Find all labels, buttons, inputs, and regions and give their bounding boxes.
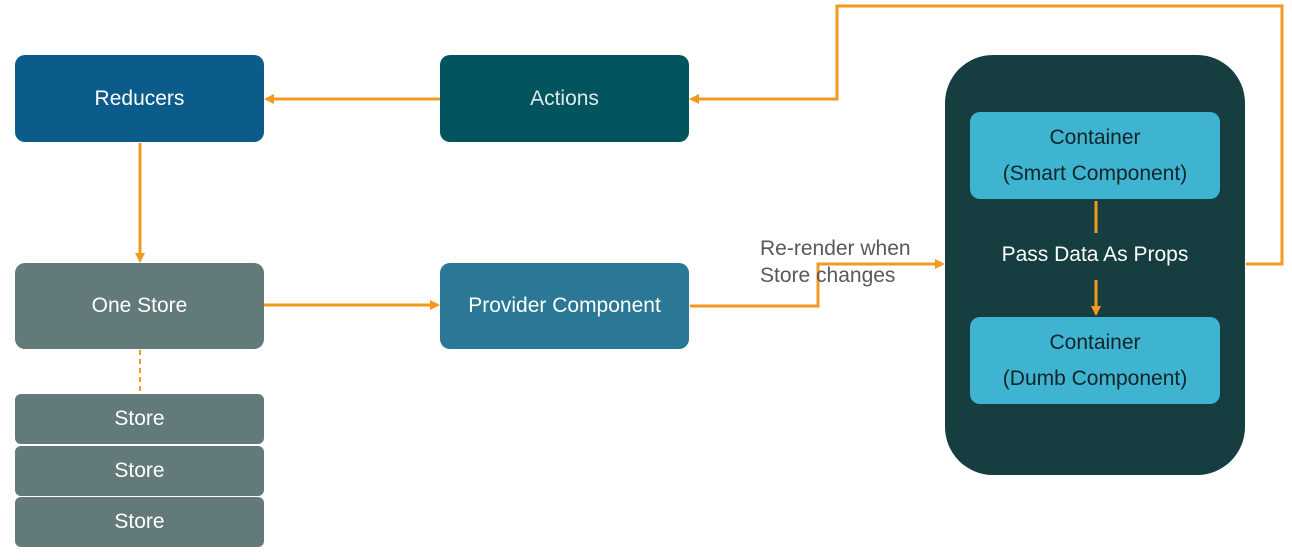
smart-container-subtitle: (Smart Component) <box>1002 161 1188 185</box>
store-label: Store <box>114 459 165 482</box>
dumb-container-subtitle: (Dumb Component) <box>1002 366 1188 390</box>
pass-data-label: Pass Data As Props <box>1001 243 1189 266</box>
rerender-line-1: Re-render when <box>760 237 911 260</box>
reducers-label: Reducers <box>94 86 185 110</box>
provider-component-box: Provider Component <box>440 263 689 349</box>
store-box-1: Store <box>15 394 264 444</box>
smart-container-title: Container <box>1049 125 1141 149</box>
one-store-box: One Store <box>15 263 264 349</box>
store-box-3: Store <box>15 497 264 547</box>
actions-box: Actions <box>440 55 689 142</box>
provider-component-label: Provider Component <box>468 294 661 317</box>
actions-label: Actions <box>530 86 599 110</box>
reducers-box: Reducers <box>15 55 264 142</box>
store-label: Store <box>114 510 165 533</box>
rerender-line-2: Store changes <box>760 264 896 288</box>
one-store-label: One Store <box>91 294 188 317</box>
dumb-container-title: Container <box>1049 330 1141 354</box>
dumb-container-box: Container (Dumb Component) <box>970 317 1220 404</box>
smart-container-box: Container (Smart Component) <box>970 112 1220 199</box>
store-label: Store <box>114 407 165 430</box>
rerender-annotation: Re-render when Store changes <box>760 235 911 290</box>
store-box-2: Store <box>15 446 264 496</box>
